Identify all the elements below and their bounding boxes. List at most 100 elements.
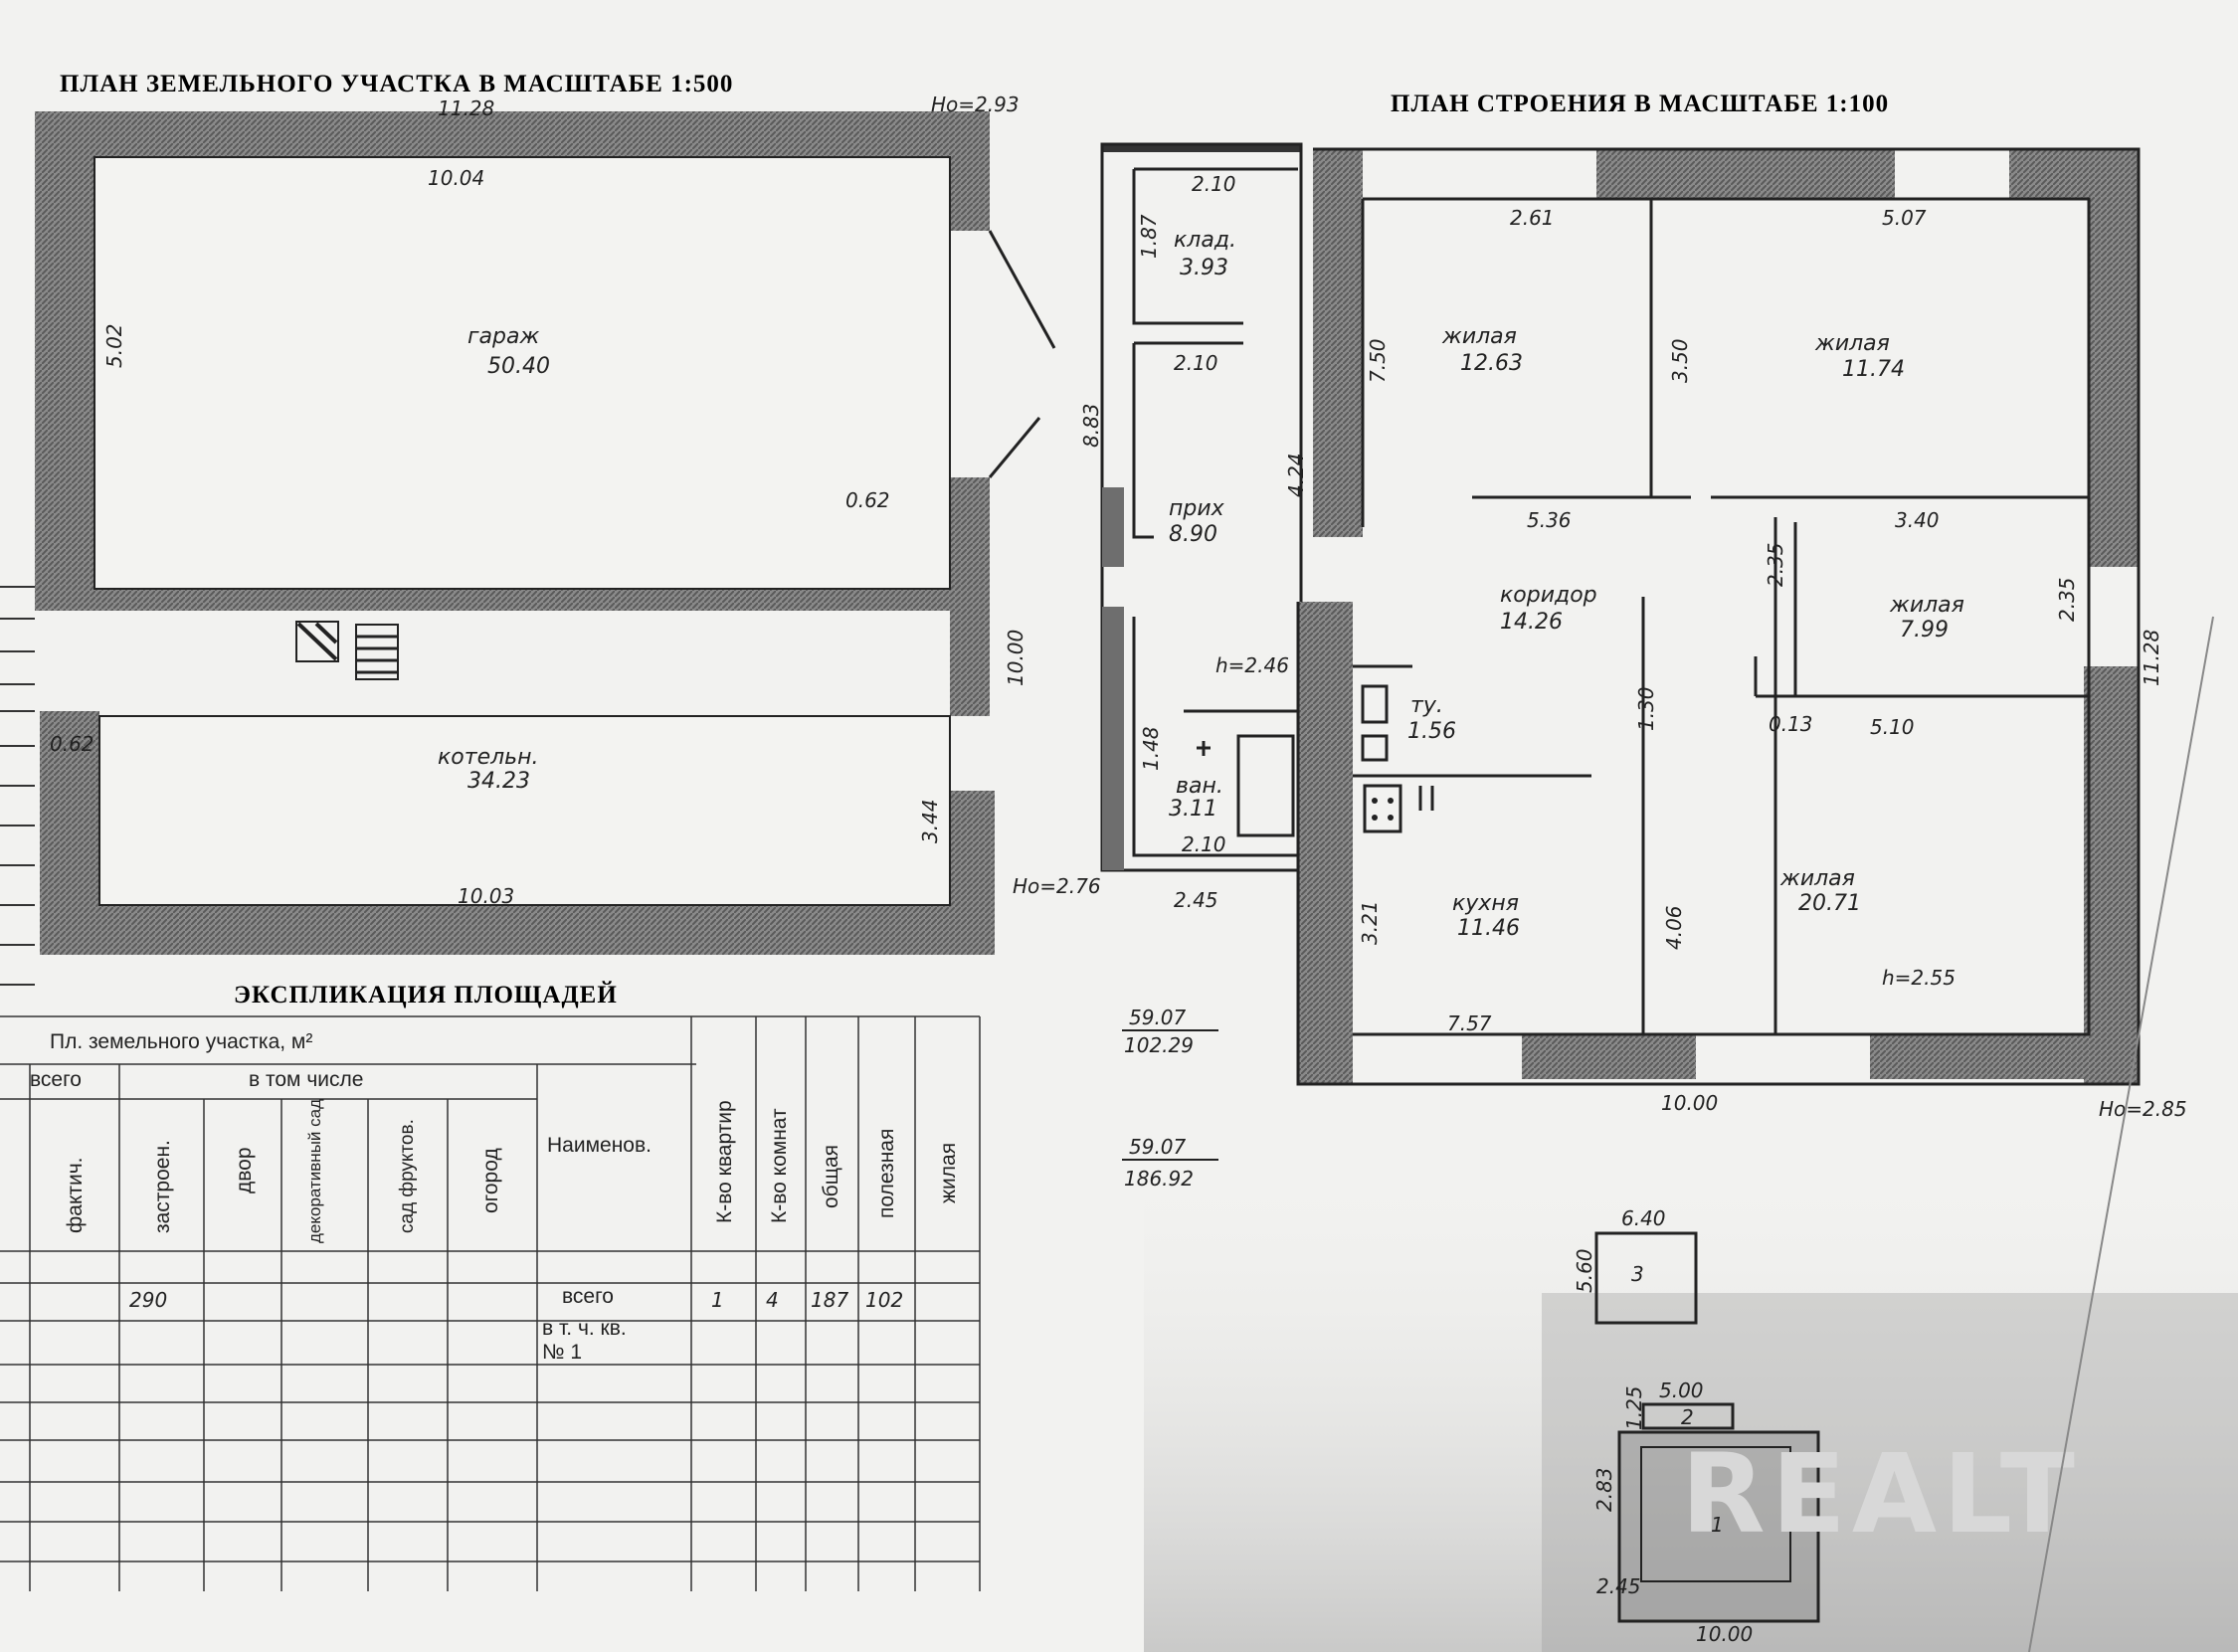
svg-text:14.26: 14.26	[1500, 610, 1563, 635]
room-living-3: жилая 7.99	[1889, 593, 1964, 642]
dim-757: 7.57	[1447, 1011, 1492, 1035]
dim-883: 8.83	[1079, 403, 1103, 448]
svg-text:102.29: 102.29	[1124, 1033, 1194, 1057]
dim-wall-062b: 0.62	[50, 732, 94, 756]
col-deco: декоративный сад	[305, 1099, 324, 1243]
row-incl-label: в т. ч. кв.	[542, 1317, 627, 1340]
col-fact: фактич.	[64, 1157, 87, 1233]
site-plan-title: ПЛАН ЗЕМЕЛЬНОГО УЧАСТКА В МАСШТАБЕ 1:500	[60, 71, 733, 97]
svg-text:жилая: жилая	[1889, 593, 1964, 618]
val-total-area: 187	[811, 1288, 848, 1312]
boiler-walls	[40, 711, 995, 955]
val-flats: 1	[711, 1288, 724, 1312]
dim-350: 3.50	[1668, 338, 1692, 383]
room-living-1: жилая 12.63	[1441, 324, 1523, 376]
dim-235: 2.35	[1764, 542, 1787, 587]
structure-1: 2.83 2.45 10.00 1	[1592, 1430, 1820, 1646]
garage-walls	[35, 111, 990, 716]
col-rooms: К-во комнат	[768, 1108, 791, 1223]
col-living: жилая	[937, 1143, 960, 1203]
dim-321: 3.21	[1358, 900, 1382, 945]
room-wc: ту. 1.56	[1407, 693, 1456, 744]
area-totals: 59.07 102.29 59.07 186.92	[1122, 1006, 1218, 1191]
svg-text:5.60: 5.60	[1573, 1248, 1596, 1293]
dim-510: 5.10	[1870, 715, 1915, 739]
dim-210b: 2.10	[1174, 351, 1218, 375]
dim-013: 0.13	[1769, 712, 1813, 736]
building-plan-title: ПЛАН СТРОЕНИЯ В МАСШТАБЕ 1:100	[1391, 91, 1889, 117]
svg-text:2.83: 2.83	[1592, 1467, 1616, 1512]
left-fragment-lines	[0, 586, 35, 986]
svg-text:10.00: 10.00	[1696, 1622, 1753, 1646]
svg-text:11.46: 11.46	[1457, 916, 1520, 941]
boiler-name: котельн.	[438, 745, 539, 770]
dim-1000: 10.00	[1661, 1091, 1718, 1115]
dim-right-total: 10.00	[1004, 630, 1027, 686]
dim-750a: 7.50	[1366, 338, 1390, 383]
dim-536: 5.36	[1527, 508, 1572, 532]
svg-text:2.45: 2.45	[1596, 1574, 1641, 1598]
structure-2: 5.00 1.25 2	[1622, 1378, 1735, 1430]
val-rooms: 4	[766, 1288, 779, 1312]
svg-text:3.93: 3.93	[1180, 256, 1228, 280]
room-hall: прих 8.90	[1169, 496, 1225, 547]
svg-text:11.74: 11.74	[1842, 357, 1905, 382]
room-kitchen: кухня 11.46	[1452, 891, 1520, 941]
svg-text:кухня: кухня	[1452, 891, 1519, 916]
col-flats: К-во квартир	[713, 1100, 736, 1223]
stairs-icon	[295, 621, 399, 680]
svg-text:8.90: 8.90	[1169, 522, 1217, 547]
ho-285: Но=2.85	[2099, 1097, 2187, 1121]
room-storage: клад. 3.93	[1174, 228, 1236, 280]
svg-text:жилая: жилая	[1441, 324, 1517, 349]
val-built: 290	[129, 1288, 167, 1312]
col-name: Наименов.	[547, 1134, 652, 1157]
watermark-logo: REALT	[1681, 1430, 2081, 1558]
dim-406: 4.06	[1662, 905, 1686, 950]
dim-right-344: 3.44	[918, 799, 942, 843]
svg-text:5.00: 5.00	[1659, 1378, 1704, 1402]
dim-bottom-inner: 10.03	[458, 884, 514, 908]
explication-table: Пл. земельного участка, м² всего в том ч…	[0, 1015, 981, 1591]
boiler-area: 34.23	[467, 769, 530, 794]
col-yard: двор	[233, 1147, 256, 1193]
svg-text:1.56: 1.56	[1407, 719, 1456, 744]
ho-bottom: Но=2.76	[1013, 874, 1101, 898]
svg-text:3: 3	[1631, 1262, 1644, 1286]
fold-line	[2028, 616, 2214, 1652]
col-useful: полезная	[875, 1129, 898, 1218]
dim-340: 3.40	[1895, 508, 1940, 532]
svg-text:6.40: 6.40	[1621, 1206, 1666, 1230]
svg-text:3.11: 3.11	[1169, 797, 1217, 822]
col-total: всего	[30, 1068, 82, 1091]
dim-130: 1.30	[1634, 686, 1658, 731]
svg-text:12.63: 12.63	[1460, 351, 1523, 376]
row-flat-no: № 1	[542, 1341, 582, 1364]
dim-424: 4.24	[1284, 453, 1308, 497]
svg-text:1: 1	[1711, 1513, 1724, 1537]
row-total-label: всего	[562, 1285, 614, 1308]
svg-text:59.07: 59.07	[1129, 1006, 1187, 1029]
svg-text:коридор: коридор	[1500, 583, 1597, 608]
paper-shadow-right	[1542, 1293, 2238, 1652]
svg-text:2: 2	[1681, 1405, 1694, 1429]
dim-height-left: 5.02	[102, 323, 126, 368]
col-incl: в том числе	[249, 1068, 363, 1091]
dim-507: 5.07	[1882, 206, 1927, 230]
svg-text:ту.: ту.	[1410, 693, 1443, 718]
room-living-4: жилая 20.71	[1779, 866, 1861, 916]
col-garden: огород	[479, 1148, 502, 1213]
svg-text:клад.: клад.	[1174, 228, 1236, 253]
col-group-header: Пл. земельного участка, м²	[50, 1030, 312, 1053]
dim-261: 2.61	[1510, 206, 1555, 230]
svg-text:прих: прих	[1169, 496, 1225, 521]
dim-top-inner: 10.04	[428, 166, 484, 190]
dim-1128: 11.28	[2140, 630, 2163, 686]
dim-top-outer: 11.28	[438, 96, 494, 120]
svg-text:186.92: 186.92	[1124, 1167, 1194, 1191]
svg-text:20.71: 20.71	[1798, 891, 1861, 916]
garage-area: 50.40	[487, 354, 550, 379]
dim-210c: 2.10	[1182, 832, 1226, 856]
garage-name: гараж	[467, 324, 539, 349]
